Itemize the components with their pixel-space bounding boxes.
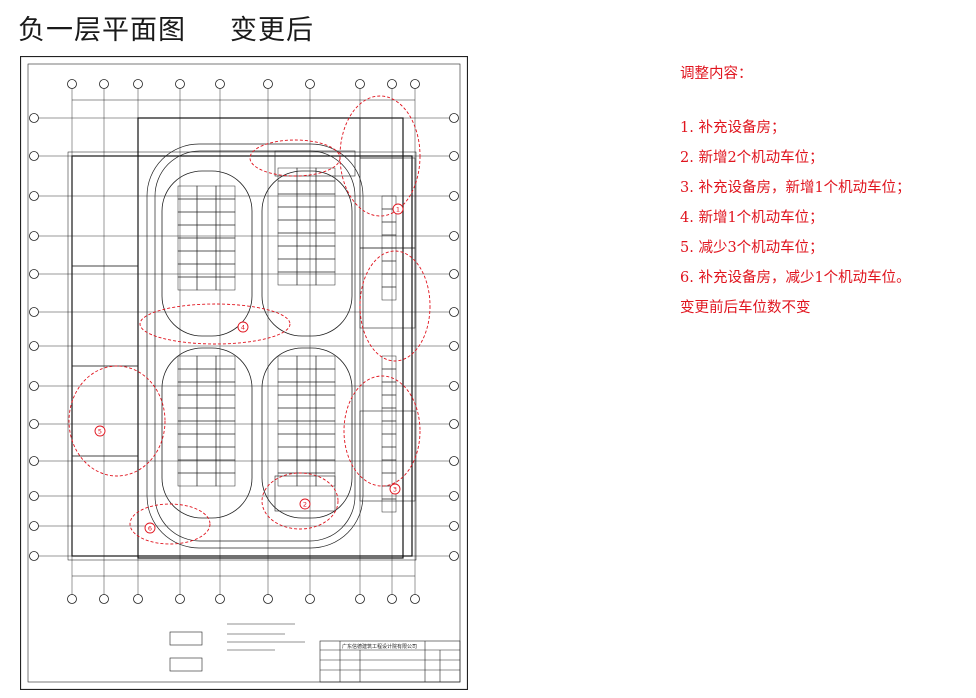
floor-plan-drawing: 1 2 3 4 5 6 广东信德建筑工程设计院有限公司 xyxy=(20,56,468,690)
revision-clouds xyxy=(68,95,431,545)
grid-bubble xyxy=(449,381,459,391)
svg-text:6: 6 xyxy=(148,524,152,532)
grid-bubble xyxy=(29,151,39,161)
grid-bubble xyxy=(449,269,459,279)
grid-bubble xyxy=(449,341,459,351)
grid-bubble xyxy=(29,381,39,391)
grid-bubble xyxy=(29,341,39,351)
grid-bubble xyxy=(305,79,315,89)
grid-bubble xyxy=(410,79,420,89)
equipment-rooms xyxy=(71,117,416,557)
grid-bubble xyxy=(355,79,365,89)
grid-bubble xyxy=(175,594,185,604)
grid-bubble xyxy=(29,456,39,466)
svg-text:3: 3 xyxy=(393,485,397,493)
grid-bubble xyxy=(305,594,315,604)
revision-marker-6: 6 xyxy=(144,522,156,534)
grid-bubble xyxy=(449,456,459,466)
revision-marker-1: 1 xyxy=(392,203,404,215)
grid-bubble xyxy=(29,231,39,241)
grid-bubble xyxy=(387,79,397,89)
revision-marker-4: 4 xyxy=(237,321,249,333)
grid-bubble xyxy=(99,79,109,89)
revision-marker-3: 3 xyxy=(389,483,401,495)
svg-text:1: 1 xyxy=(396,205,400,213)
revision-marker-2: 2 xyxy=(299,498,311,510)
grid-bubble xyxy=(175,79,185,89)
grid-bubble xyxy=(449,307,459,317)
grid-bubble xyxy=(133,594,143,604)
svg-text:5: 5 xyxy=(98,427,102,435)
grid-bubble xyxy=(263,594,273,604)
svg-text:2: 2 xyxy=(303,500,307,508)
driveway-ring xyxy=(146,143,364,549)
grid-bubble xyxy=(355,594,365,604)
grid-bubble xyxy=(67,594,77,604)
grid-bubble xyxy=(449,191,459,201)
note-item-4: 4. 新增1个机动车位； xyxy=(680,210,824,226)
grid-bubble xyxy=(215,79,225,89)
grid-bubble xyxy=(133,79,143,89)
title-block xyxy=(319,640,461,683)
note-item-3: 3. 补充设备房，新增1个机动车位； xyxy=(680,180,911,196)
grid-bubble xyxy=(215,594,225,604)
revision-markers: 1 2 3 4 5 6 xyxy=(94,203,404,534)
grid-bubble xyxy=(29,521,39,531)
grid-bubble xyxy=(410,594,420,604)
parking-stall xyxy=(215,276,236,291)
grid-bubble xyxy=(449,551,459,561)
note-item-2: 2. 新增2个机动车位； xyxy=(680,150,824,166)
grid-bubble xyxy=(29,551,39,561)
grid-bubble xyxy=(29,307,39,317)
grid-bubble xyxy=(29,269,39,279)
grid-bubble xyxy=(449,231,459,241)
note-summary: 变更前后车位数不变 xyxy=(680,300,811,316)
titleblock-company: 广东信德建筑工程设计院有限公司 xyxy=(342,643,417,650)
parking-stall xyxy=(315,271,336,286)
grid-bubbles xyxy=(29,79,459,604)
grid-bubble xyxy=(449,113,459,123)
grid-bubble xyxy=(263,79,273,89)
svg-text:4: 4 xyxy=(241,323,245,331)
grid-bubble xyxy=(29,113,39,123)
grid-bubble xyxy=(387,594,397,604)
adjustment-notes: 调整内容： 1. 补充设备房； 2. 新增2个机动车位； 3. 补充设备房，新增… xyxy=(680,62,911,323)
parking-stall xyxy=(381,498,397,513)
page-title: 负一层平面图 变更后 xyxy=(18,8,314,47)
grid-bubble xyxy=(449,419,459,429)
grid-bubble xyxy=(29,491,39,501)
parking-stall xyxy=(381,286,397,301)
notes-heading: 调整内容： xyxy=(680,66,753,82)
grid-bubble xyxy=(449,491,459,501)
grid-bubble xyxy=(449,151,459,161)
parking-stall xyxy=(215,472,236,487)
note-item-1: 1. 补充设备房； xyxy=(680,120,786,136)
legend xyxy=(169,623,305,672)
note-item-6: 6. 补充设备房，减少1个机动车位。 xyxy=(680,270,911,286)
inner-loops xyxy=(161,170,353,519)
drawing-frame xyxy=(20,56,468,690)
grid-bubble xyxy=(29,419,39,429)
parking-areas xyxy=(177,167,397,513)
grid-bubble xyxy=(29,191,39,201)
grid-bubble xyxy=(99,594,109,604)
note-item-5: 5. 减少3个机动车位； xyxy=(680,240,824,256)
grid-bubble xyxy=(449,521,459,531)
grid-bubble xyxy=(67,79,77,89)
title-sub: 变更后 xyxy=(230,15,314,46)
revision-marker-5: 5 xyxy=(94,425,106,437)
title-main: 负一层平面图 xyxy=(18,15,186,46)
